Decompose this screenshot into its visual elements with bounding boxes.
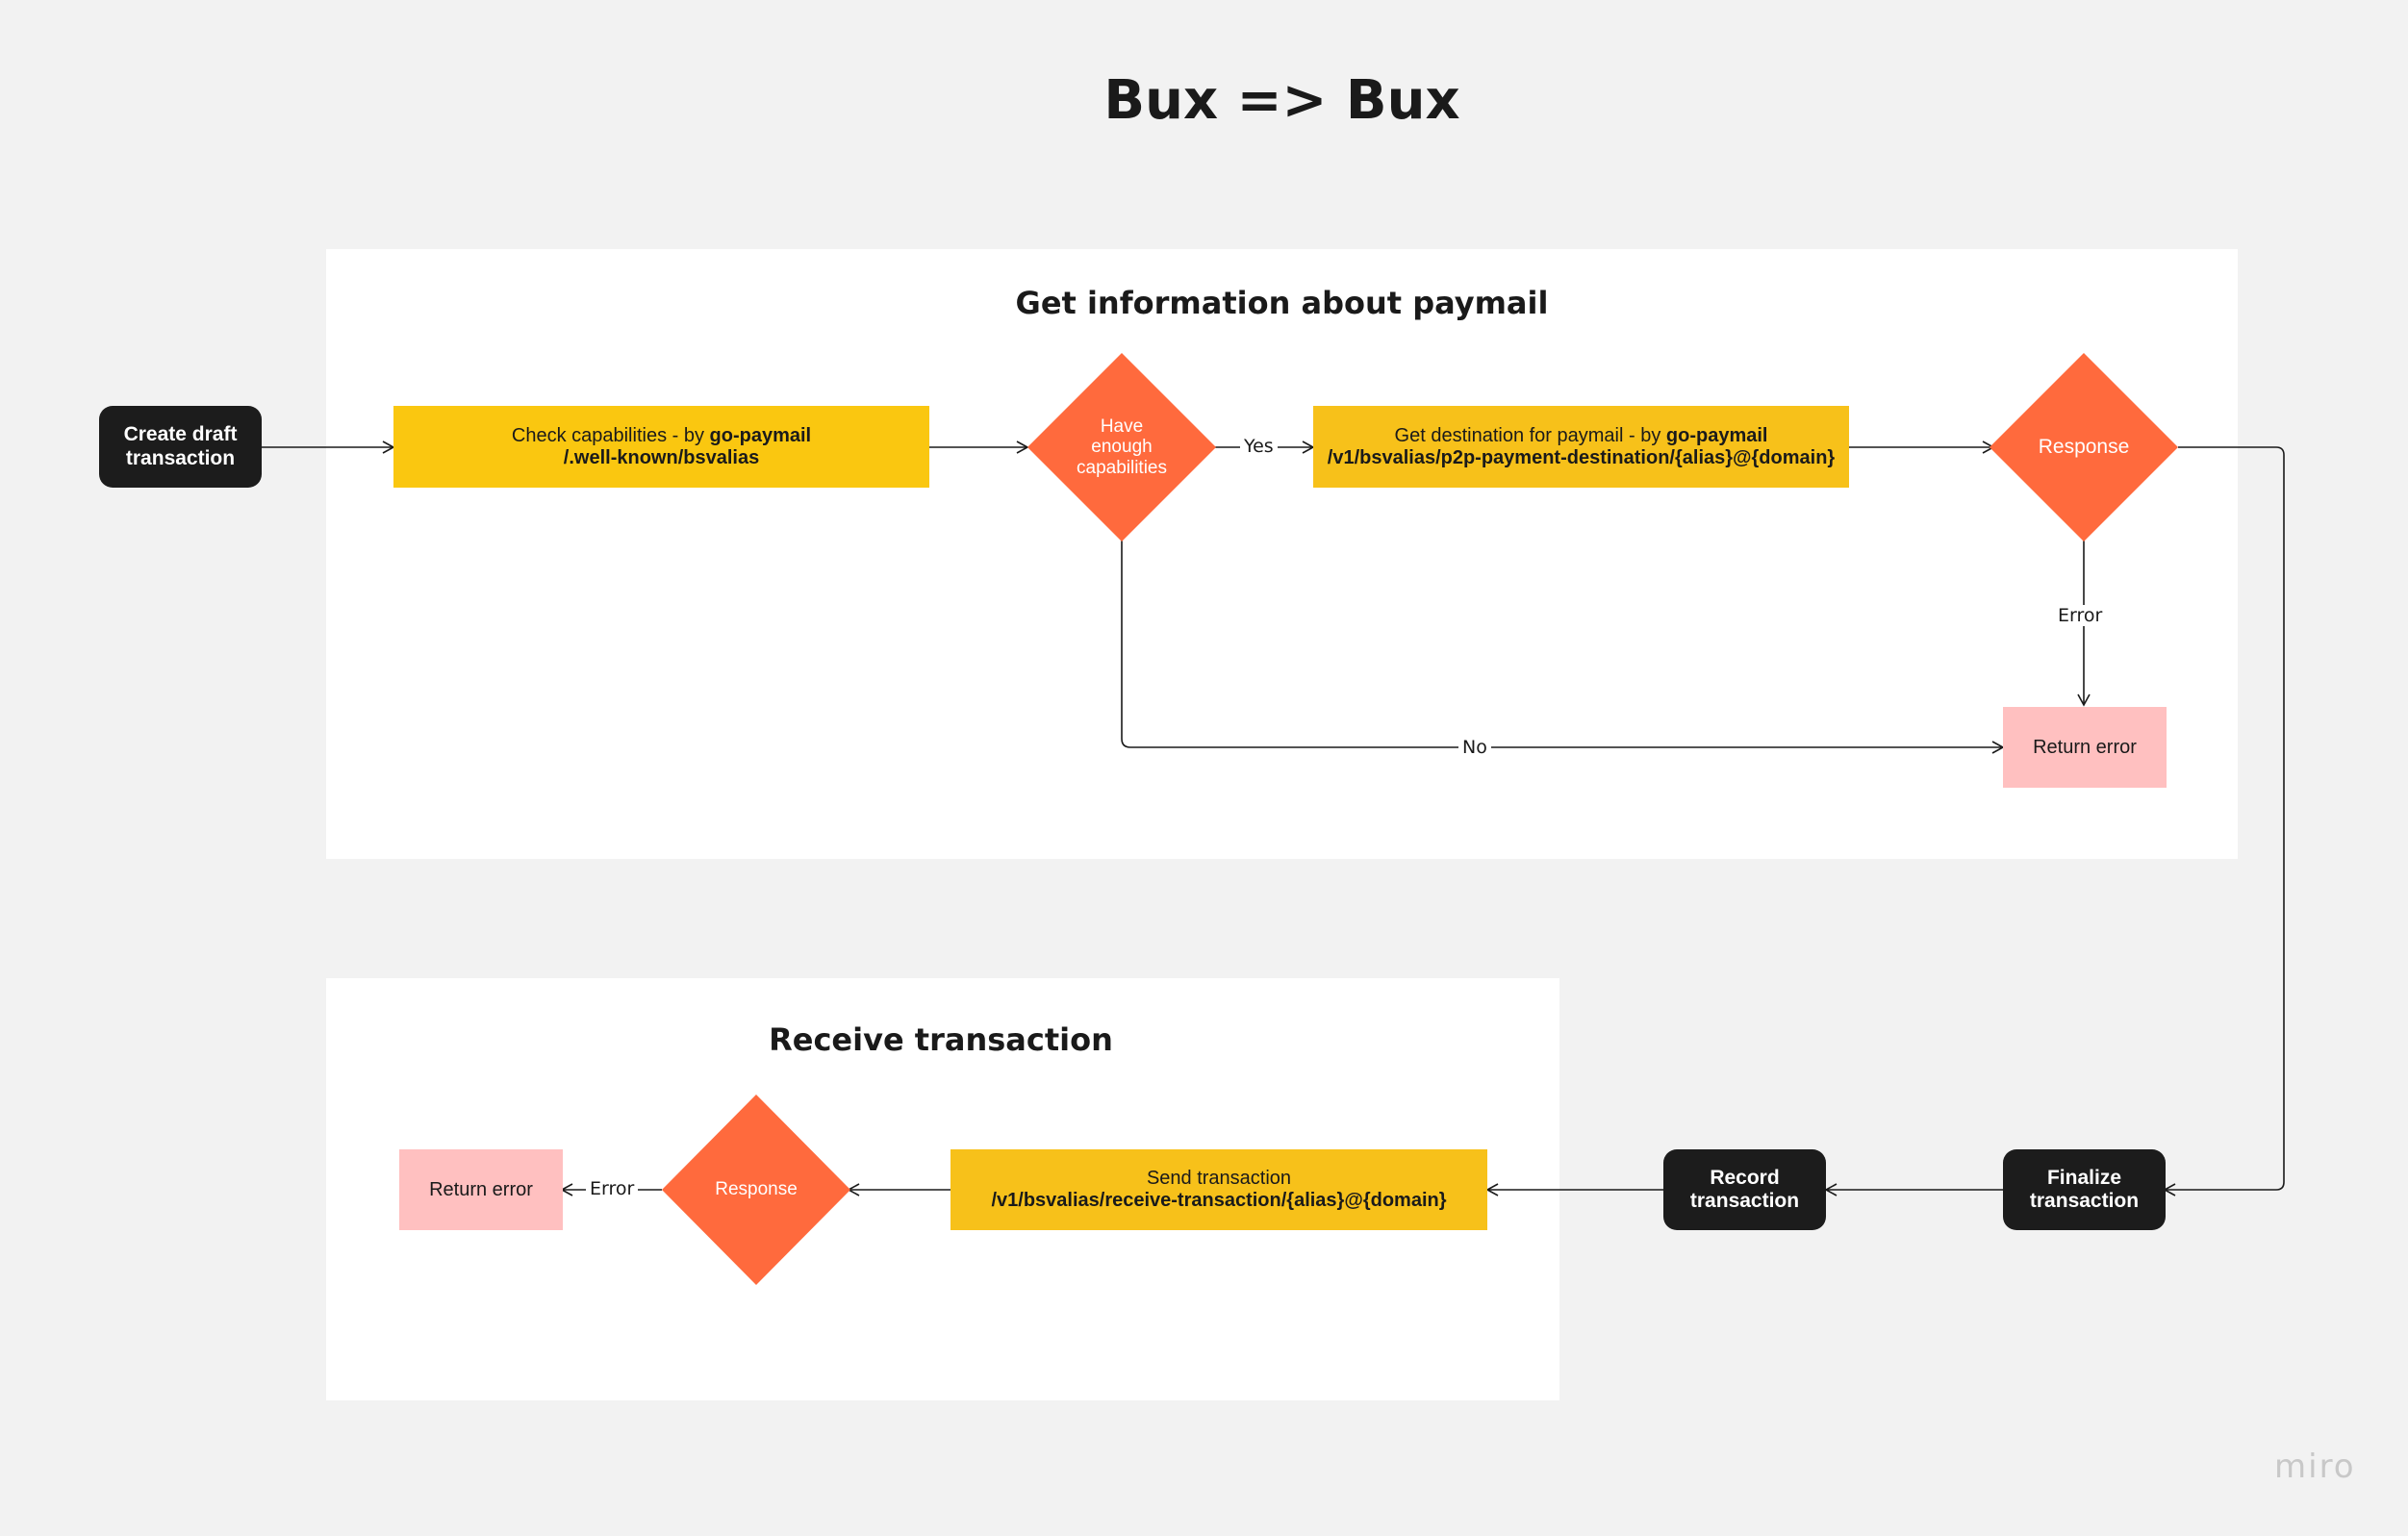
send-transaction-line1: Send transaction: [1146, 1168, 1292, 1189]
create-draft-line2: transaction: [125, 446, 236, 469]
create-draft-transaction-node[interactable]: Create draft transaction: [99, 406, 262, 488]
panel-title-receive-transaction: Receive transaction: [769, 1021, 1113, 1058]
edge-response-to-finalize: [2163, 446, 2285, 1196]
get-destination-prefix: Get destination for paymail - by: [1394, 424, 1666, 446]
response-top-label: Response: [2038, 436, 2130, 459]
panel-title-get-information: Get information about paymail: [1015, 285, 1549, 321]
finalize-line2: transaction: [2029, 1190, 2140, 1212]
response-top-diamond-shape: [1990, 353, 2178, 541]
return-error-bottom-node[interactable]: Return error: [399, 1149, 563, 1230]
decision-diamond-shape: [1027, 353, 1216, 541]
return-error-bottom-label: Return error: [429, 1178, 533, 1200]
have-enough-capabilities-decision[interactable]: Have enough capabilities: [1027, 353, 1216, 541]
response-bottom-label: Response: [715, 1179, 798, 1200]
edge-no: [1121, 541, 2005, 754]
record-line2: transaction: [1689, 1190, 1800, 1212]
have-enough-line3: capabilities: [1077, 457, 1167, 478]
get-destination-node[interactable]: Get destination for paymail - by go-paym…: [1313, 406, 1849, 488]
send-transaction-endpoint: /v1/bsvalias/receive-transaction/{alias}…: [991, 1190, 1447, 1211]
finalize-line1: Finalize: [2046, 1166, 2122, 1189]
get-destination-library: go-paymail: [1665, 424, 1768, 446]
check-capabilities-prefix: Check capabilities - by: [511, 424, 710, 446]
response-decision-top[interactable]: Response: [1990, 353, 2178, 541]
check-capabilities-line1: Check capabilities - by go-paymail: [512, 425, 811, 447]
edge-label-yes: Yes: [1240, 436, 1278, 457]
send-transaction-node[interactable]: Send transaction /v1/bsvalias/receive-tr…: [951, 1149, 1487, 1230]
record-transaction-node[interactable]: Record transaction: [1663, 1149, 1826, 1230]
check-capabilities-endpoint: /.well-known/bsvalias: [563, 446, 760, 468]
edge-label-error-bottom: Error: [586, 1178, 639, 1199]
have-enough-line1: Have: [1100, 416, 1144, 438]
get-destination-endpoint: /v1/bsvalias/p2p-payment-destination/{al…: [1327, 446, 1836, 468]
check-capabilities-library: go-paymail: [709, 424, 812, 446]
edge-label-no: No: [1458, 737, 1491, 758]
check-capabilities-node[interactable]: Check capabilities - by go-paymail /.wel…: [393, 406, 929, 488]
edge-label-error-top: Error: [2054, 605, 2107, 626]
response-decision-bottom[interactable]: Response: [662, 1095, 850, 1285]
create-draft-line1: Create draft: [123, 423, 238, 446]
miro-logo: miro: [2274, 1448, 2356, 1486]
get-destination-line1: Get destination for paymail - by go-paym…: [1395, 425, 1768, 447]
finalize-transaction-node[interactable]: Finalize transaction: [2003, 1149, 2166, 1230]
record-line1: Record: [1710, 1166, 1780, 1189]
return-error-top-label: Return error: [2033, 736, 2137, 758]
have-enough-line2: enough: [1091, 437, 1153, 458]
page-title: Bux => Bux: [1103, 69, 1460, 132]
panel-get-information: [326, 249, 2238, 859]
response-bottom-diamond-shape: [662, 1095, 850, 1285]
return-error-top-node[interactable]: Return error: [2003, 707, 2167, 788]
